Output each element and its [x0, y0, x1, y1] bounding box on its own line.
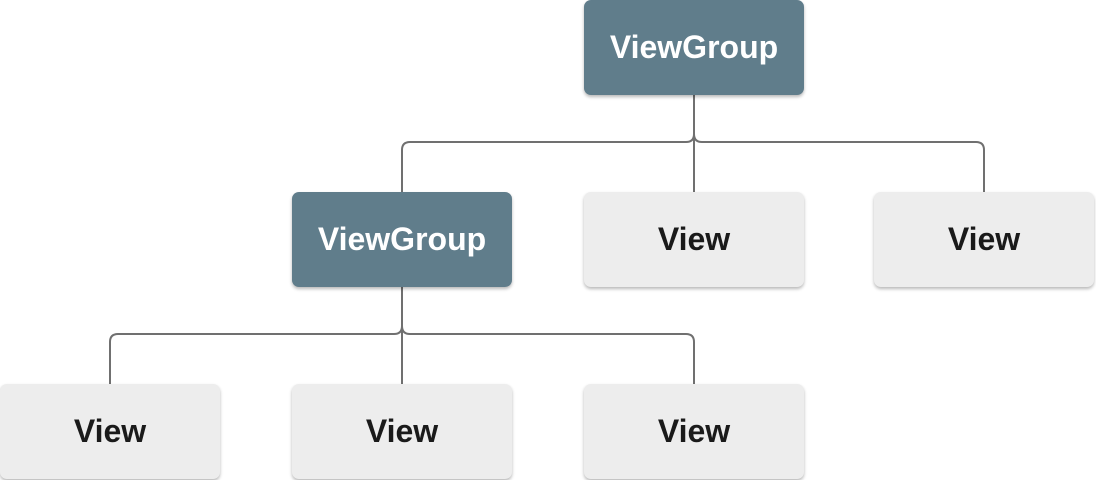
node-label: View: [657, 413, 731, 449]
connector-root-to-child-viewgroup: [401, 95, 695, 192]
node-grandchild-view-2: View: [292, 384, 512, 479]
node-root-viewgroup: ViewGroup: [584, 0, 804, 95]
node-child-view-2: View: [874, 192, 1094, 287]
connector-childvg-to-grandchild-view-3: [401, 287, 695, 384]
connector-childvg-to-grandchild-view-1: [109, 287, 403, 384]
connector-root-to-child-view-2: [693, 95, 985, 192]
node-grandchild-view-1: View: [0, 384, 220, 479]
node-label: View: [657, 221, 731, 257]
node-label: View: [365, 413, 439, 449]
node-label: ViewGroup: [609, 29, 779, 65]
node-child-view-1: View: [584, 192, 804, 287]
node-child-viewgroup: ViewGroup: [292, 192, 512, 287]
node-label: View: [73, 413, 147, 449]
node-label: ViewGroup: [317, 221, 487, 257]
node-label: View: [947, 221, 1021, 257]
node-grandchild-view-3: View: [584, 384, 804, 479]
